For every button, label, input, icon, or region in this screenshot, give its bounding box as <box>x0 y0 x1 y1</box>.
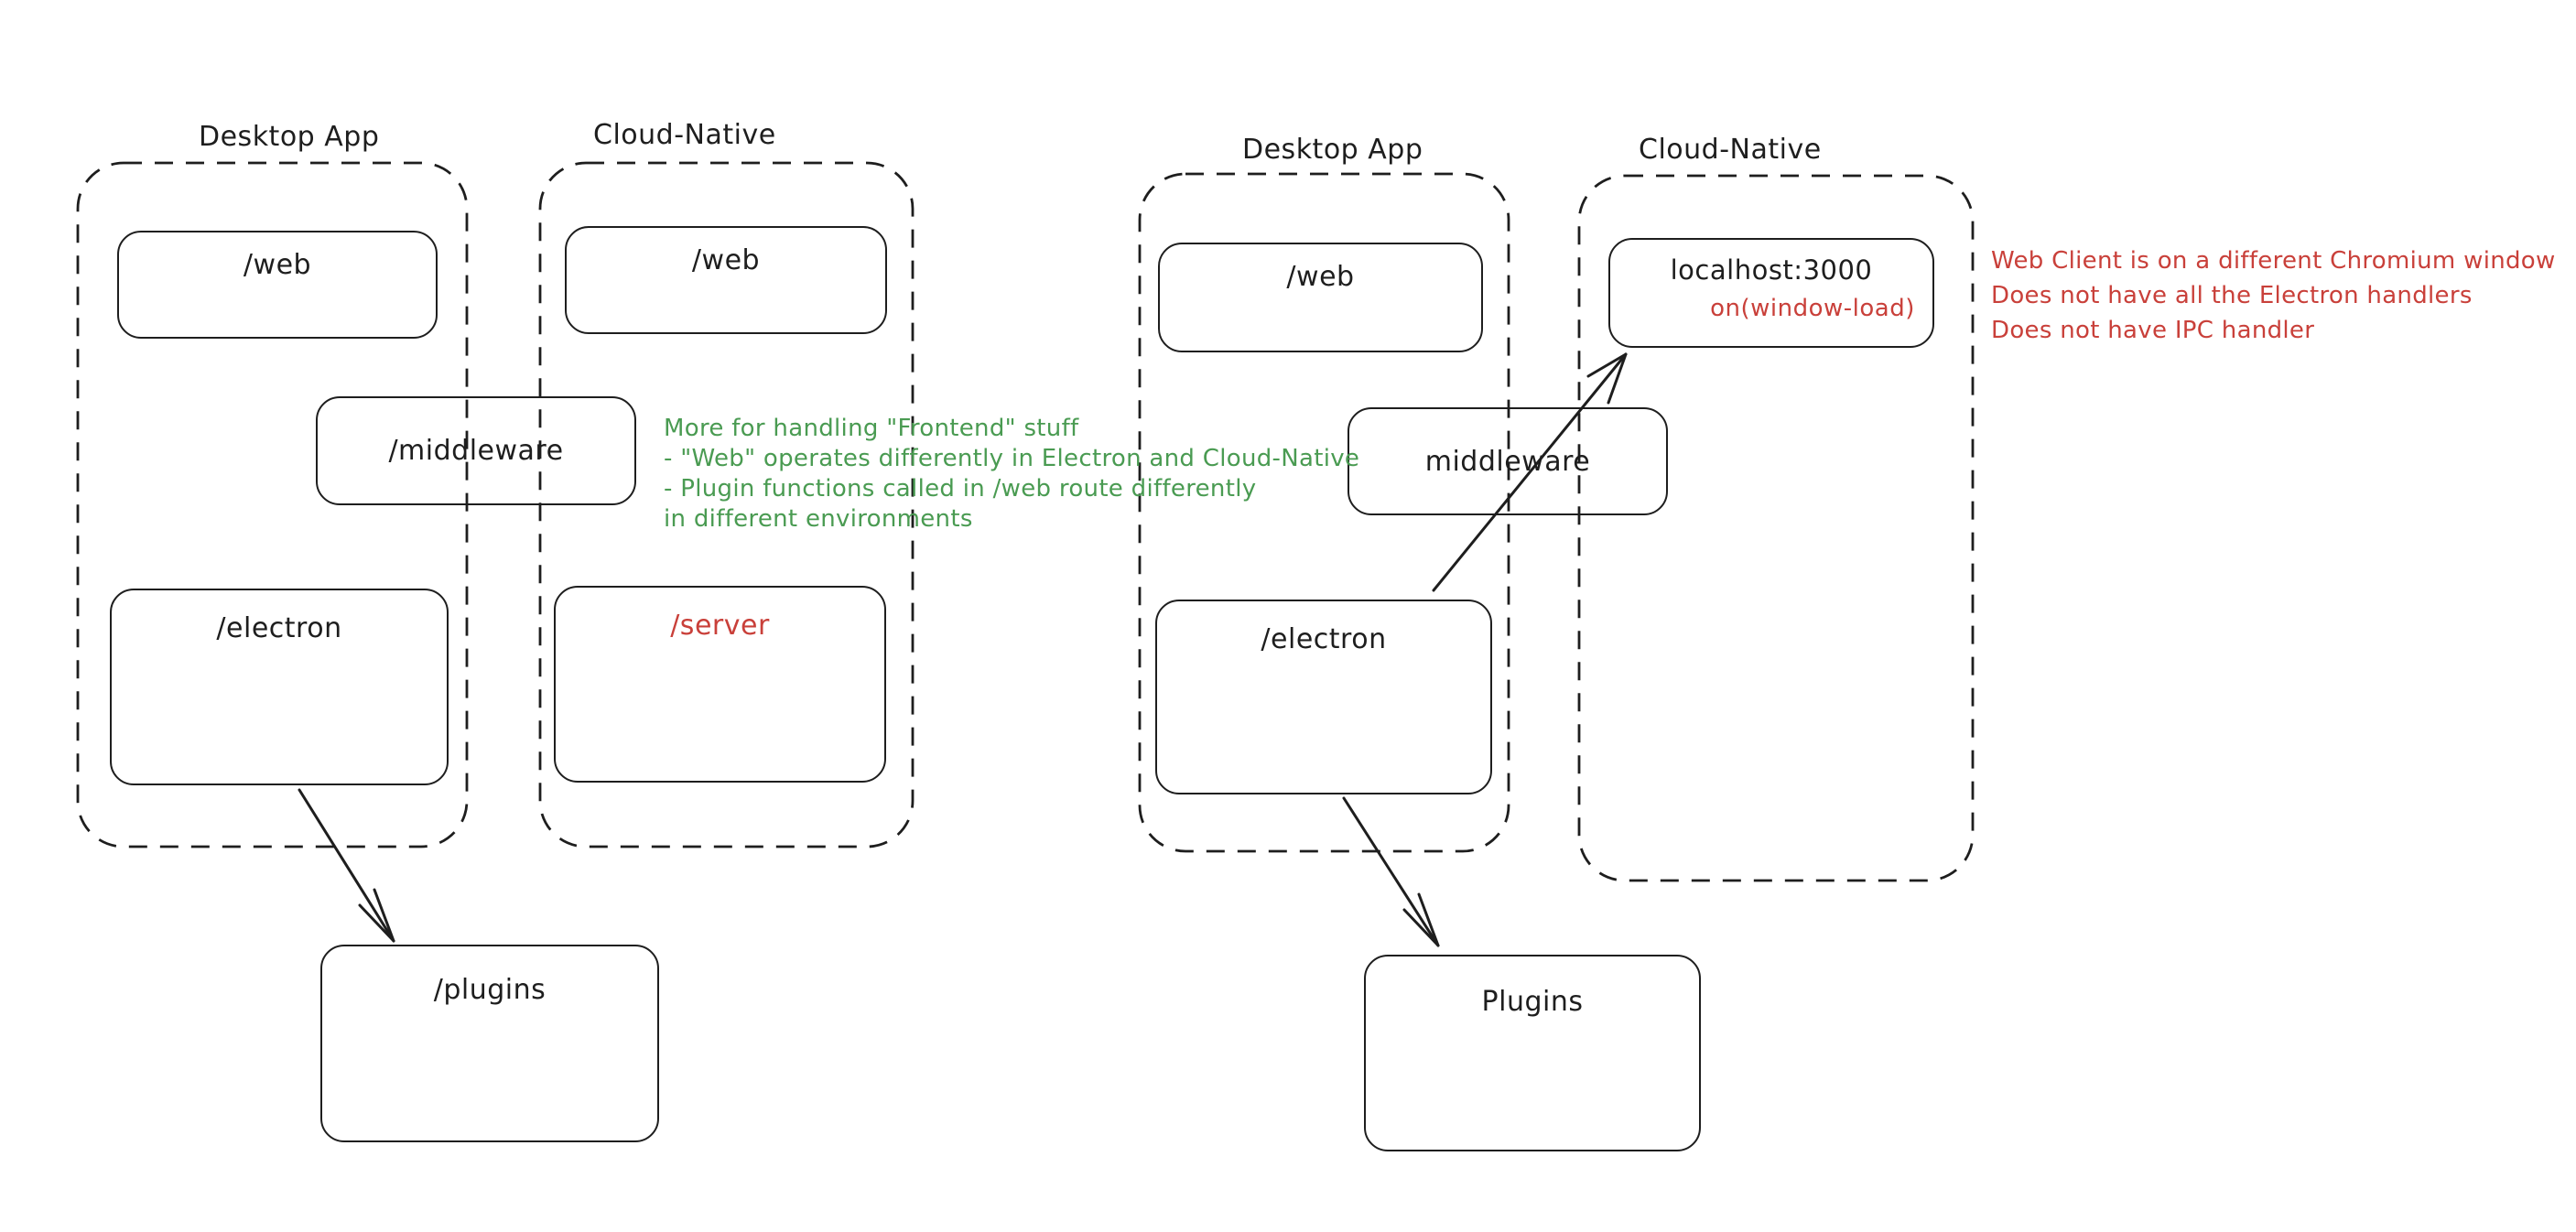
red-annotation: Web Client is on a different Chromium wi… <box>1991 243 2556 348</box>
green-annotation-line: in different environments <box>664 505 973 533</box>
right-electron-box-label: /electron <box>1261 623 1387 655</box>
green-annotation-line: - "Web" operates differently in Electron… <box>664 445 1360 472</box>
green-annotation: More for handling "Frontend" stuff - "We… <box>664 414 1359 535</box>
green-annotation-line: More for handling "Frontend" stuff <box>664 415 1079 442</box>
left-middleware-box: /middleware <box>316 396 636 505</box>
right-web-box-label: /web <box>1286 261 1355 293</box>
left-plugins-box-label: /plugins <box>433 974 547 1006</box>
left-desktop-app-label: Desktop App <box>199 121 380 153</box>
right-localhost-box: localhost:3000 on(window-load) <box>1608 238 1934 348</box>
right-middleware-box: middleware <box>1348 407 1668 515</box>
left-web-cloud-box-label: /web <box>691 244 761 276</box>
left-server-box: /server <box>554 586 886 783</box>
red-annotation-line: Does not have IPC handler <box>1991 317 2315 344</box>
left-cloud-native-label: Cloud-Native <box>593 119 776 151</box>
arrow-left-electron-to-plugins <box>298 788 395 943</box>
red-annotation-line: Does not have all the Electron handlers <box>1991 282 2473 309</box>
red-annotation-line: Web Client is on a different Chromium wi… <box>1991 247 2556 275</box>
right-localhost-event-label: on(window-load) <box>1710 295 1915 322</box>
left-plugins-box: /plugins <box>320 945 659 1142</box>
left-web-desktop-box-label: /web <box>243 249 312 281</box>
right-plugins-box-label: Plugins <box>1481 986 1584 1018</box>
right-web-box: /web <box>1158 243 1483 352</box>
left-web-cloud-box: /web <box>565 226 887 334</box>
arrow-right-electron-to-plugins <box>1342 796 1440 947</box>
left-web-desktop-box: /web <box>117 231 438 339</box>
right-desktop-app-label: Desktop App <box>1242 134 1423 166</box>
right-cloud-native-label: Cloud-Native <box>1639 134 1822 166</box>
right-localhost-box-label: localhost:3000 <box>1670 254 1873 286</box>
left-electron-box: /electron <box>110 589 449 785</box>
right-plugins-box: Plugins <box>1364 955 1701 1151</box>
left-server-box-label: /server <box>670 610 770 642</box>
right-middleware-box-label: middleware <box>1424 445 1591 478</box>
left-electron-box-label: /electron <box>216 612 342 644</box>
left-middleware-box-label: /middleware <box>388 435 564 467</box>
green-annotation-line: - Plugin functions called in /web route … <box>664 475 1257 503</box>
right-electron-box: /electron <box>1155 600 1492 794</box>
